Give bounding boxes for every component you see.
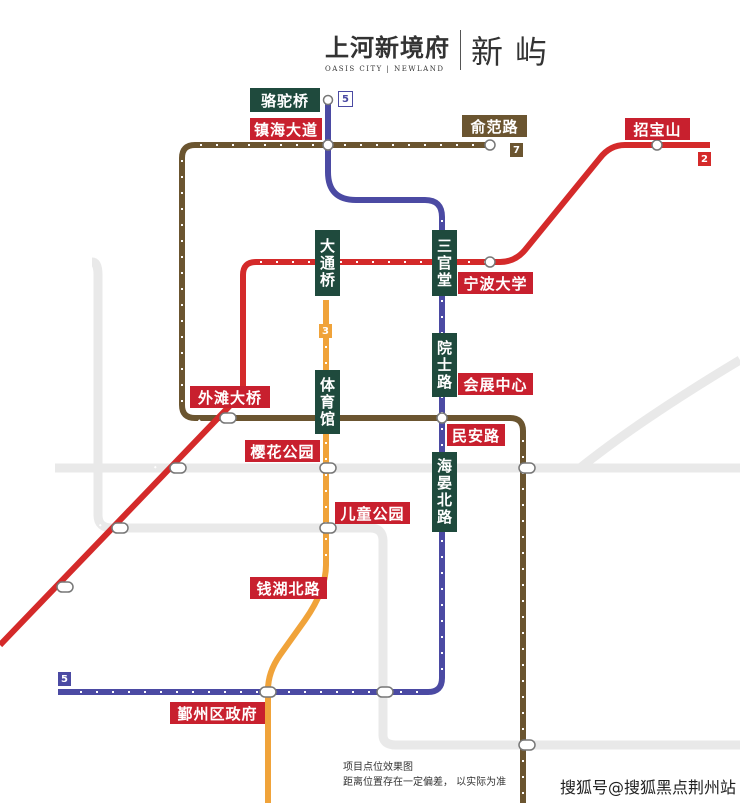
watermark: 搜狐号@搜狐黑点荆州站 — [560, 778, 737, 797]
station-qianhubeilu[interactable]: 钱湖北路 — [250, 577, 327, 599]
brand-name-cn: 上河新境府 — [325, 32, 450, 62]
station-yinghuagongyuan[interactable]: 樱花公园 — [245, 440, 320, 462]
station-ertonggongyuan[interactable]: 儿童公园 — [335, 502, 410, 524]
note-line-1: 项目点位效果图 — [343, 762, 413, 773]
disclaimer-note: 项目点位效果图 距离位置存在一定偏差， 以实际为准 — [343, 760, 506, 790]
station-yuanshilu[interactable]: 院士路 — [432, 333, 457, 397]
line-7-badge: 7 — [510, 143, 523, 157]
line-5-badge-top: 5 — [338, 91, 353, 107]
station-zhaobaoshan[interactable]: 招宝山 — [625, 118, 690, 140]
station-ningbodaxue[interactable]: 宁波大学 — [458, 272, 533, 294]
gray-line-lower — [91, 257, 740, 750]
line-2-badge: 2 — [698, 152, 711, 166]
station-waitandaqiao[interactable]: 外滩大桥 — [190, 386, 270, 408]
line-2 — [0, 142, 710, 648]
station-yinzhouquzhengfu[interactable]: 鄞州区政府 — [170, 702, 265, 724]
note-line-2: 距离位置存在一定偏差， 以实际为准 — [343, 777, 507, 788]
station-sanguantang[interactable]: 三官堂 — [432, 230, 457, 296]
logo-divider — [460, 30, 461, 70]
line-7 — [179, 142, 526, 803]
gray-line-branch — [577, 356, 740, 472]
station-huizhanzhongxin[interactable]: 会展中心 — [458, 373, 533, 395]
station-luotuoqiao[interactable]: 骆驼桥 — [250, 88, 320, 112]
station-yufanlu[interactable]: 俞范路 — [462, 115, 527, 137]
station-zhenhaidadao[interactable]: 镇海大道 — [250, 118, 322, 140]
station-haiyanbeilu[interactable]: 海晏北路 — [432, 452, 457, 532]
brand-logo: 上河新境府 OASIS CITY | NEWLAND 新屿 — [325, 28, 560, 73]
brand-name-en: OASIS CITY | NEWLAND — [325, 64, 445, 73]
brand-sub-cn: 新屿 — [471, 33, 560, 71]
station-minanlu[interactable]: 民安路 — [447, 424, 505, 446]
line-3 — [265, 300, 329, 803]
station-markers — [56, 94, 663, 751]
line-3-badge: 3 — [319, 324, 332, 338]
station-tiyuguan[interactable]: 体育馆 — [315, 370, 340, 434]
line-5 — [58, 98, 445, 695]
station-datongqiao[interactable]: 大通桥 — [315, 230, 340, 296]
line-5-badge-bottom: 5 — [58, 672, 71, 686]
